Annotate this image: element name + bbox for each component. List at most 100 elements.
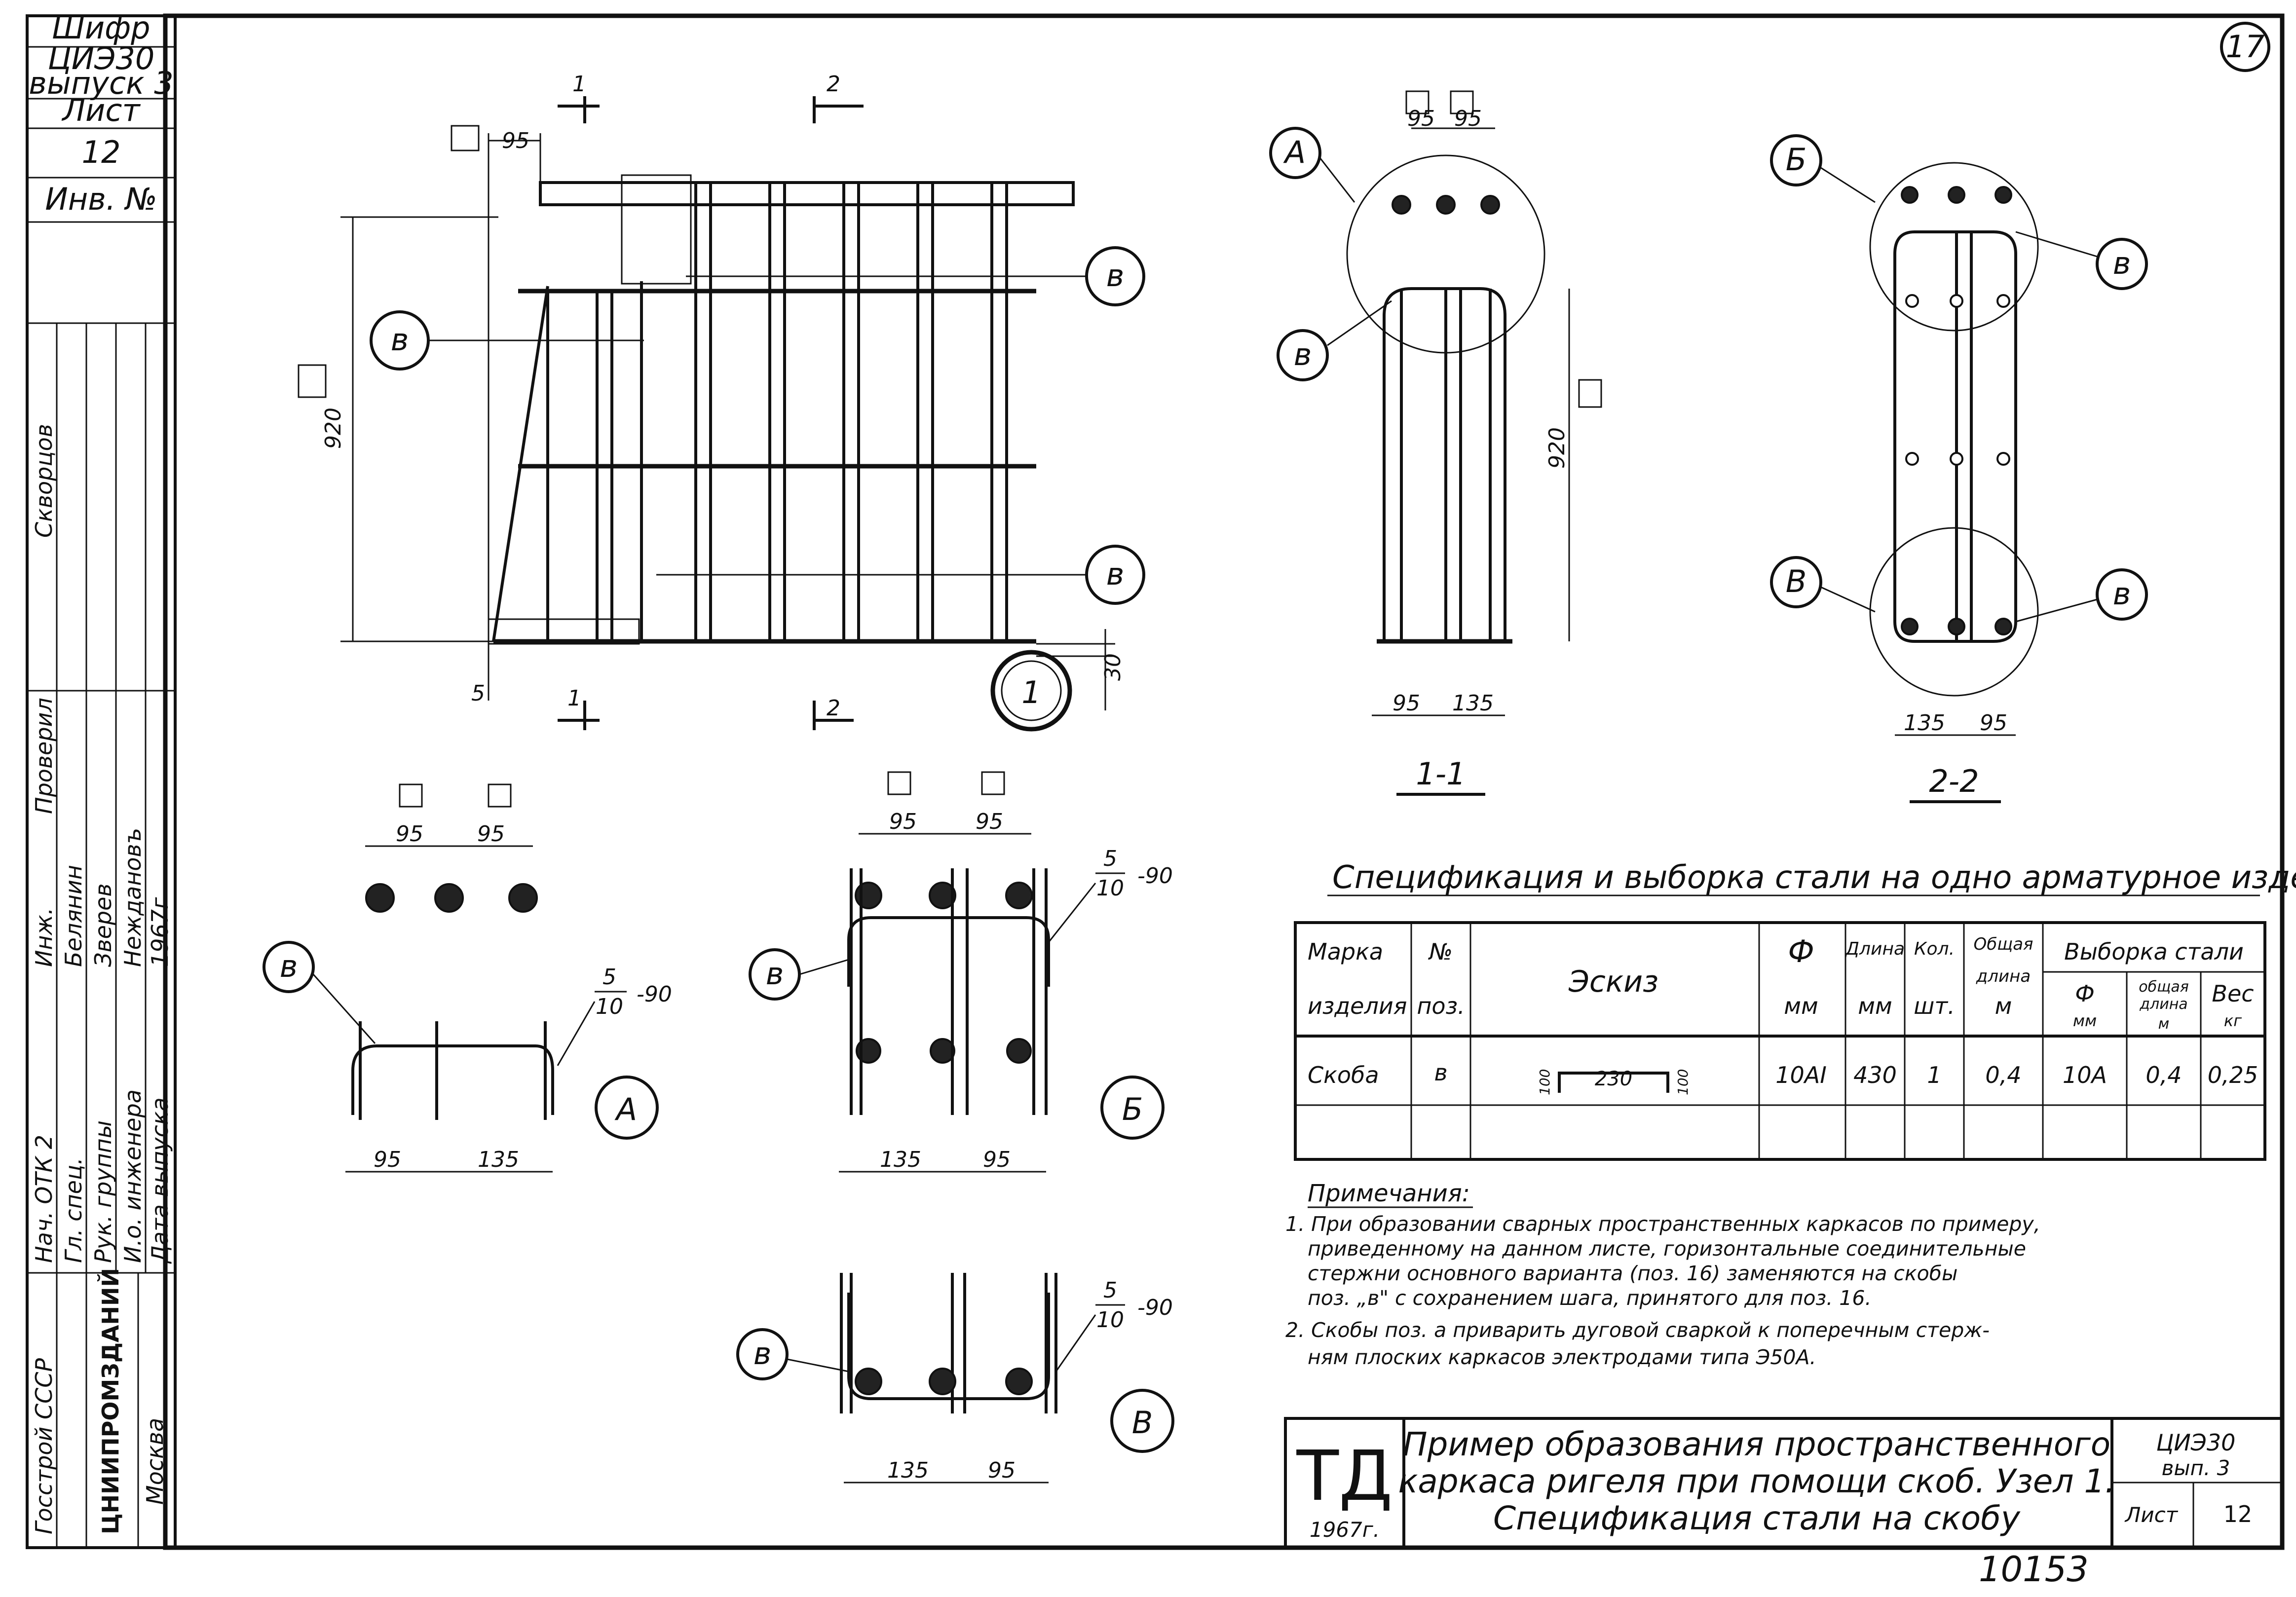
archive-number: 10153: [1979, 1549, 2089, 1590]
stamp-role-2: Гл. спец.: [60, 1157, 87, 1263]
stamp-name-2: Зверев: [90, 883, 116, 967]
spec-row-diam: 10АI: [1775, 1062, 1827, 1088]
notes-line-6: ням плоских каркасов электродами типа Э5…: [1308, 1345, 1816, 1369]
notes-line-4: поз. „в" с сохранением шага, принятого д…: [1308, 1286, 1872, 1310]
detail-b-weld-len: -90: [1137, 863, 1173, 889]
main-dim-bottom-5: 5: [471, 681, 485, 706]
stamp-checked-label: Проверил: [31, 698, 57, 814]
detail-v-weld-den: 10: [1096, 1307, 1124, 1333]
notes: Примечания: 1. При образовании сварных п…: [1285, 1180, 2040, 1369]
main-callout-2: в: [1106, 258, 1125, 294]
spec-h-length-2: мм: [1858, 993, 1892, 1019]
detail-a-dim-bot-a: 95: [374, 1147, 401, 1172]
sec1-callout-part: в: [1294, 336, 1312, 372]
main-cut-2-top: 2: [827, 72, 840, 97]
spec-h-diam-1: Ф: [1788, 933, 1814, 969]
spec-row-sketch-leg-right: 100: [1675, 1069, 1691, 1095]
spec-row-mark: Скоба: [1308, 1062, 1379, 1088]
detail-b-dim-top-a: 95: [889, 809, 917, 834]
spec-h-length-1: Длина: [1844, 939, 1905, 959]
spec-table: Марка изделия № поз. Эскиз Ф мм Длина мм…: [1294, 921, 2266, 1161]
detail-a-weld-den: 10: [596, 994, 623, 1019]
sec2-callout-zone-top: Б: [1786, 142, 1807, 178]
stamp-org: ЦНИИПРОМЗДАНИЙ: [97, 1268, 124, 1534]
section-1-1: 95 95 95 135 920 А в 1-1: [1269, 90, 1602, 796]
section-2-2: 135 95 Б В в в 2-2: [1770, 134, 2148, 803]
sec1-dim-height: 920: [1544, 427, 1570, 469]
spec-row-qty: 1: [1927, 1062, 1941, 1088]
main-dim-top-95: 95: [502, 128, 529, 153]
detail-v-weld-len: -90: [1137, 1295, 1173, 1320]
frame: [26, 13, 2285, 1550]
notes-title: Примечания:: [1308, 1180, 1470, 1207]
main-cut-1-top: 1: [572, 72, 586, 97]
main-elevation-view: 920 95 5 30 1 2 1 2 в в в: [298, 72, 1145, 732]
sec1-dim-top-a: 95: [1407, 106, 1435, 131]
spec-h-total-2: длина: [1976, 966, 2031, 986]
detail-a-dim-top-a: 95: [396, 821, 423, 847]
stamp-city: Москва: [142, 1418, 168, 1505]
page-number-text: 17: [2226, 29, 2265, 65]
detail-b-weld-num: 5: [1103, 846, 1117, 871]
stamp-sheet-label: Лист: [61, 92, 141, 128]
main-dim-height: 920: [321, 408, 346, 449]
title-sheet-number: 12: [2223, 1501, 2253, 1527]
spec-h-sel-len-1: общая: [2139, 978, 2189, 996]
stamp-issue: выпуск 3: [29, 65, 173, 101]
title-year: 1967г.: [1310, 1518, 1380, 1542]
spec-h-sel-weight-2: кг: [2224, 1011, 2242, 1030]
stamp-role-3: Рук. группы: [90, 1120, 116, 1263]
spec-h-diam-2: мм: [1784, 993, 1818, 1019]
detail-b-weld-den: 10: [1096, 876, 1124, 901]
detail-v-dim-bot-b: 95: [988, 1458, 1016, 1483]
detail-b-dim-top-b: 95: [976, 809, 1003, 834]
stamp-code-value: ЦИЭ30: [48, 40, 155, 76]
notes-line-2: приведенному на данном листе, горизонтал…: [1308, 1237, 2026, 1261]
title-logo: ТД: [1296, 1436, 1393, 1517]
left-stamp: Шифр ЦИЭ30 выпуск 3 Лист 12 Инв. № Нач. …: [27, 10, 175, 1548]
stamp-name-1: Белянин: [60, 865, 87, 967]
spec-h-pos-1: №: [1428, 938, 1453, 965]
detail-v: 135 95 в 5 10 -90 В: [736, 1273, 1174, 1484]
main-node-label: 1: [1021, 674, 1041, 710]
stamp-approved-name: Скворцов: [31, 424, 57, 538]
spec-row: Скоба в 230 100 100 10АI 430 1 0,4 10А 0…: [1308, 1059, 2258, 1095]
detail-a-label: А: [614, 1091, 637, 1127]
title-line-2: каркаса ригеля при помощи скоб. Узел 1.: [1398, 1462, 2115, 1500]
detail-a-dim-bot-b: 135: [478, 1147, 519, 1172]
stamp-role-4: И.о. инженера: [119, 1089, 146, 1263]
detail-b-dim-bot-a: 135: [880, 1147, 921, 1172]
sec1-dim-top-b: 95: [1454, 106, 1482, 131]
spec-h-pos-2: поз.: [1417, 993, 1465, 1019]
spec-h-mark-2: изделия: [1308, 993, 1407, 1019]
stamp-code-label: Шифр: [52, 10, 151, 46]
spec-h-total-1: Общая: [1973, 934, 2033, 954]
detail-a-callout: в: [280, 948, 298, 984]
notes-line-5: 2. Скобы поз. а приварить дуговой сварко…: [1285, 1318, 1990, 1342]
sec2-dim-bot-b: 95: [1980, 710, 2007, 736]
spec-row-sel-len: 0,4: [2145, 1062, 2182, 1088]
notes-line-1: 1. При образовании сварных пространствен…: [1285, 1212, 2040, 1236]
spec-h-mark-1: Марка: [1308, 938, 1383, 965]
sec2-label: 2-2: [1929, 763, 1979, 799]
title-line-3: Спецификация стали на скобу: [1493, 1499, 2021, 1537]
spec-h-qty-1: Кол.: [1914, 939, 1955, 959]
detail-b: 95 95 135 95 в 5 10 -90 Б: [749, 771, 1173, 1173]
stamp-role-1: Нач. ОТК 2: [31, 1135, 57, 1263]
spec-row-sketch-len: 230: [1595, 1068, 1632, 1090]
main-callout-3: в: [1106, 556, 1125, 592]
title-sheet-label: Лист: [2124, 1503, 2179, 1527]
page-number: 17: [2220, 22, 2270, 72]
spec-row-length: 430: [1853, 1062, 1897, 1088]
sec1-callout-zone: А: [1283, 134, 1306, 170]
title-issue: вып. 3: [2162, 1456, 2230, 1480]
sec1-dim-bot-a: 95: [1393, 691, 1420, 716]
title-code: ЦИЭ30: [2156, 1429, 2236, 1456]
detail-v-weld-num: 5: [1103, 1278, 1117, 1303]
main-cut-1-bottom: 1: [567, 686, 581, 711]
title-block: ТД 1967г. Пример образования пространств…: [1284, 1417, 2284, 1549]
spec-row-total: 0,4: [1985, 1062, 2021, 1088]
stamp-discipline: Инж.: [31, 907, 57, 967]
spec-row-pos: в: [1434, 1059, 1447, 1086]
